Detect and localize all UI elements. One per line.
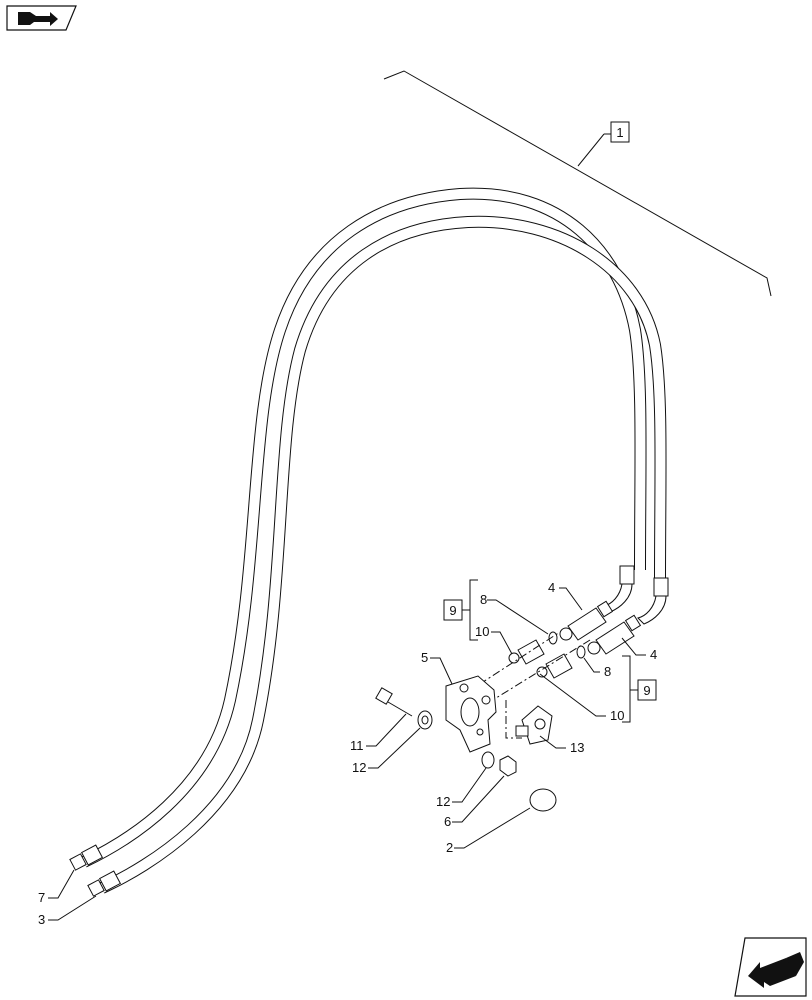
- callout-12-lower: 12: [436, 794, 450, 809]
- adapter-upper: [508, 639, 545, 665]
- navigation-arrow-icon[interactable]: [6, 5, 77, 31]
- quick-coupler-upper: [559, 600, 614, 641]
- callout-10-lower: 10: [610, 708, 624, 723]
- return-arrow-icon[interactable]: [734, 937, 807, 997]
- callout-9-left-label: 9: [449, 603, 456, 618]
- callout-2: 2: [446, 840, 453, 855]
- bolt: [375, 687, 413, 717]
- assembly-reference-line: [383, 70, 772, 297]
- hose-end-fitting-3: [87, 870, 122, 897]
- callout-9-right-label: 9: [643, 683, 650, 698]
- hydraulic-hose-outer: [81, 187, 647, 868]
- hydraulic-hose-inner: [99, 215, 667, 894]
- callout-7: 7: [38, 890, 45, 905]
- callout-4-upper: 4: [548, 580, 555, 595]
- callout-9-right: 9: [637, 679, 657, 701]
- washer-lower: [481, 751, 495, 769]
- o-ring-upper: [548, 631, 558, 645]
- assembly-axis-sensor: [505, 700, 522, 739]
- callout-6: 6: [444, 814, 451, 829]
- callout-13: 13: [570, 740, 584, 755]
- washer-left-hole: [421, 715, 429, 725]
- callout-1-label: 1: [616, 125, 623, 140]
- mounting-bracket: [445, 675, 497, 753]
- nut: [499, 755, 517, 777]
- hose-end-fitting-7: [69, 844, 104, 871]
- retaining-clip: [529, 788, 557, 812]
- callout-12-left: 12: [352, 760, 366, 775]
- leader-lines: [48, 587, 646, 921]
- callout-8-upper: 8: [480, 592, 487, 607]
- callout-11: 11: [350, 738, 364, 753]
- callout-8-lower: 8: [604, 664, 611, 679]
- pressure-sensor: [515, 705, 553, 745]
- callout-9-left: 9: [443, 599, 463, 621]
- assembly-axis-lower: [487, 639, 591, 704]
- o-ring-lower: [576, 645, 586, 659]
- callout-10-upper: 10: [475, 624, 489, 639]
- hose-ferrule-lower: [637, 577, 669, 625]
- callout-3: 3: [38, 912, 45, 927]
- callout-9-bracket-right: [622, 655, 638, 723]
- callout-4-lower: 4: [650, 647, 657, 662]
- callout-9-bracket-left: [462, 579, 478, 641]
- quick-coupler-lower: [587, 614, 642, 655]
- callout-1: 1: [610, 121, 630, 143]
- callout-5: 5: [421, 650, 428, 665]
- adapter-lower: [536, 653, 573, 679]
